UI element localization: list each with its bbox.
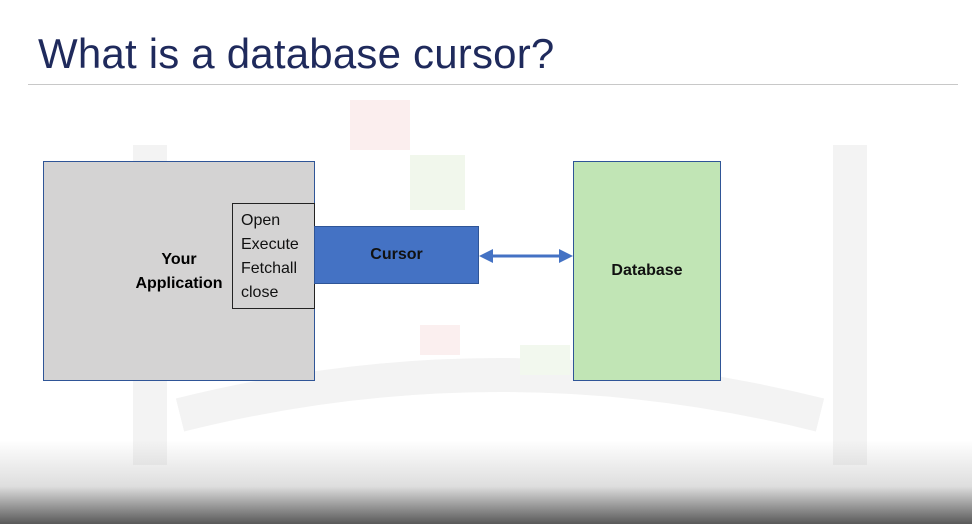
application-label: Your Application [124, 248, 234, 296]
database-label: Database [611, 262, 683, 279]
cursor-box: Cursor [314, 226, 479, 284]
method-close: close [241, 284, 279, 301]
cursor-label: Cursor [370, 246, 423, 263]
title-divider [28, 84, 958, 85]
method-execute: Execute [241, 236, 299, 253]
bottom-shadow [0, 440, 972, 524]
cursor-methods-box: Open Execute Fetchall close [232, 203, 315, 309]
double-arrow-connector [479, 249, 573, 263]
method-open: Open [241, 212, 281, 229]
application-label-line1: Your [161, 251, 197, 268]
method-fetchall: Fetchall [241, 260, 298, 277]
database-box: Database [573, 161, 721, 381]
application-label-line2: Application [135, 275, 223, 292]
slide-title: What is a database cursor? [38, 30, 555, 77]
